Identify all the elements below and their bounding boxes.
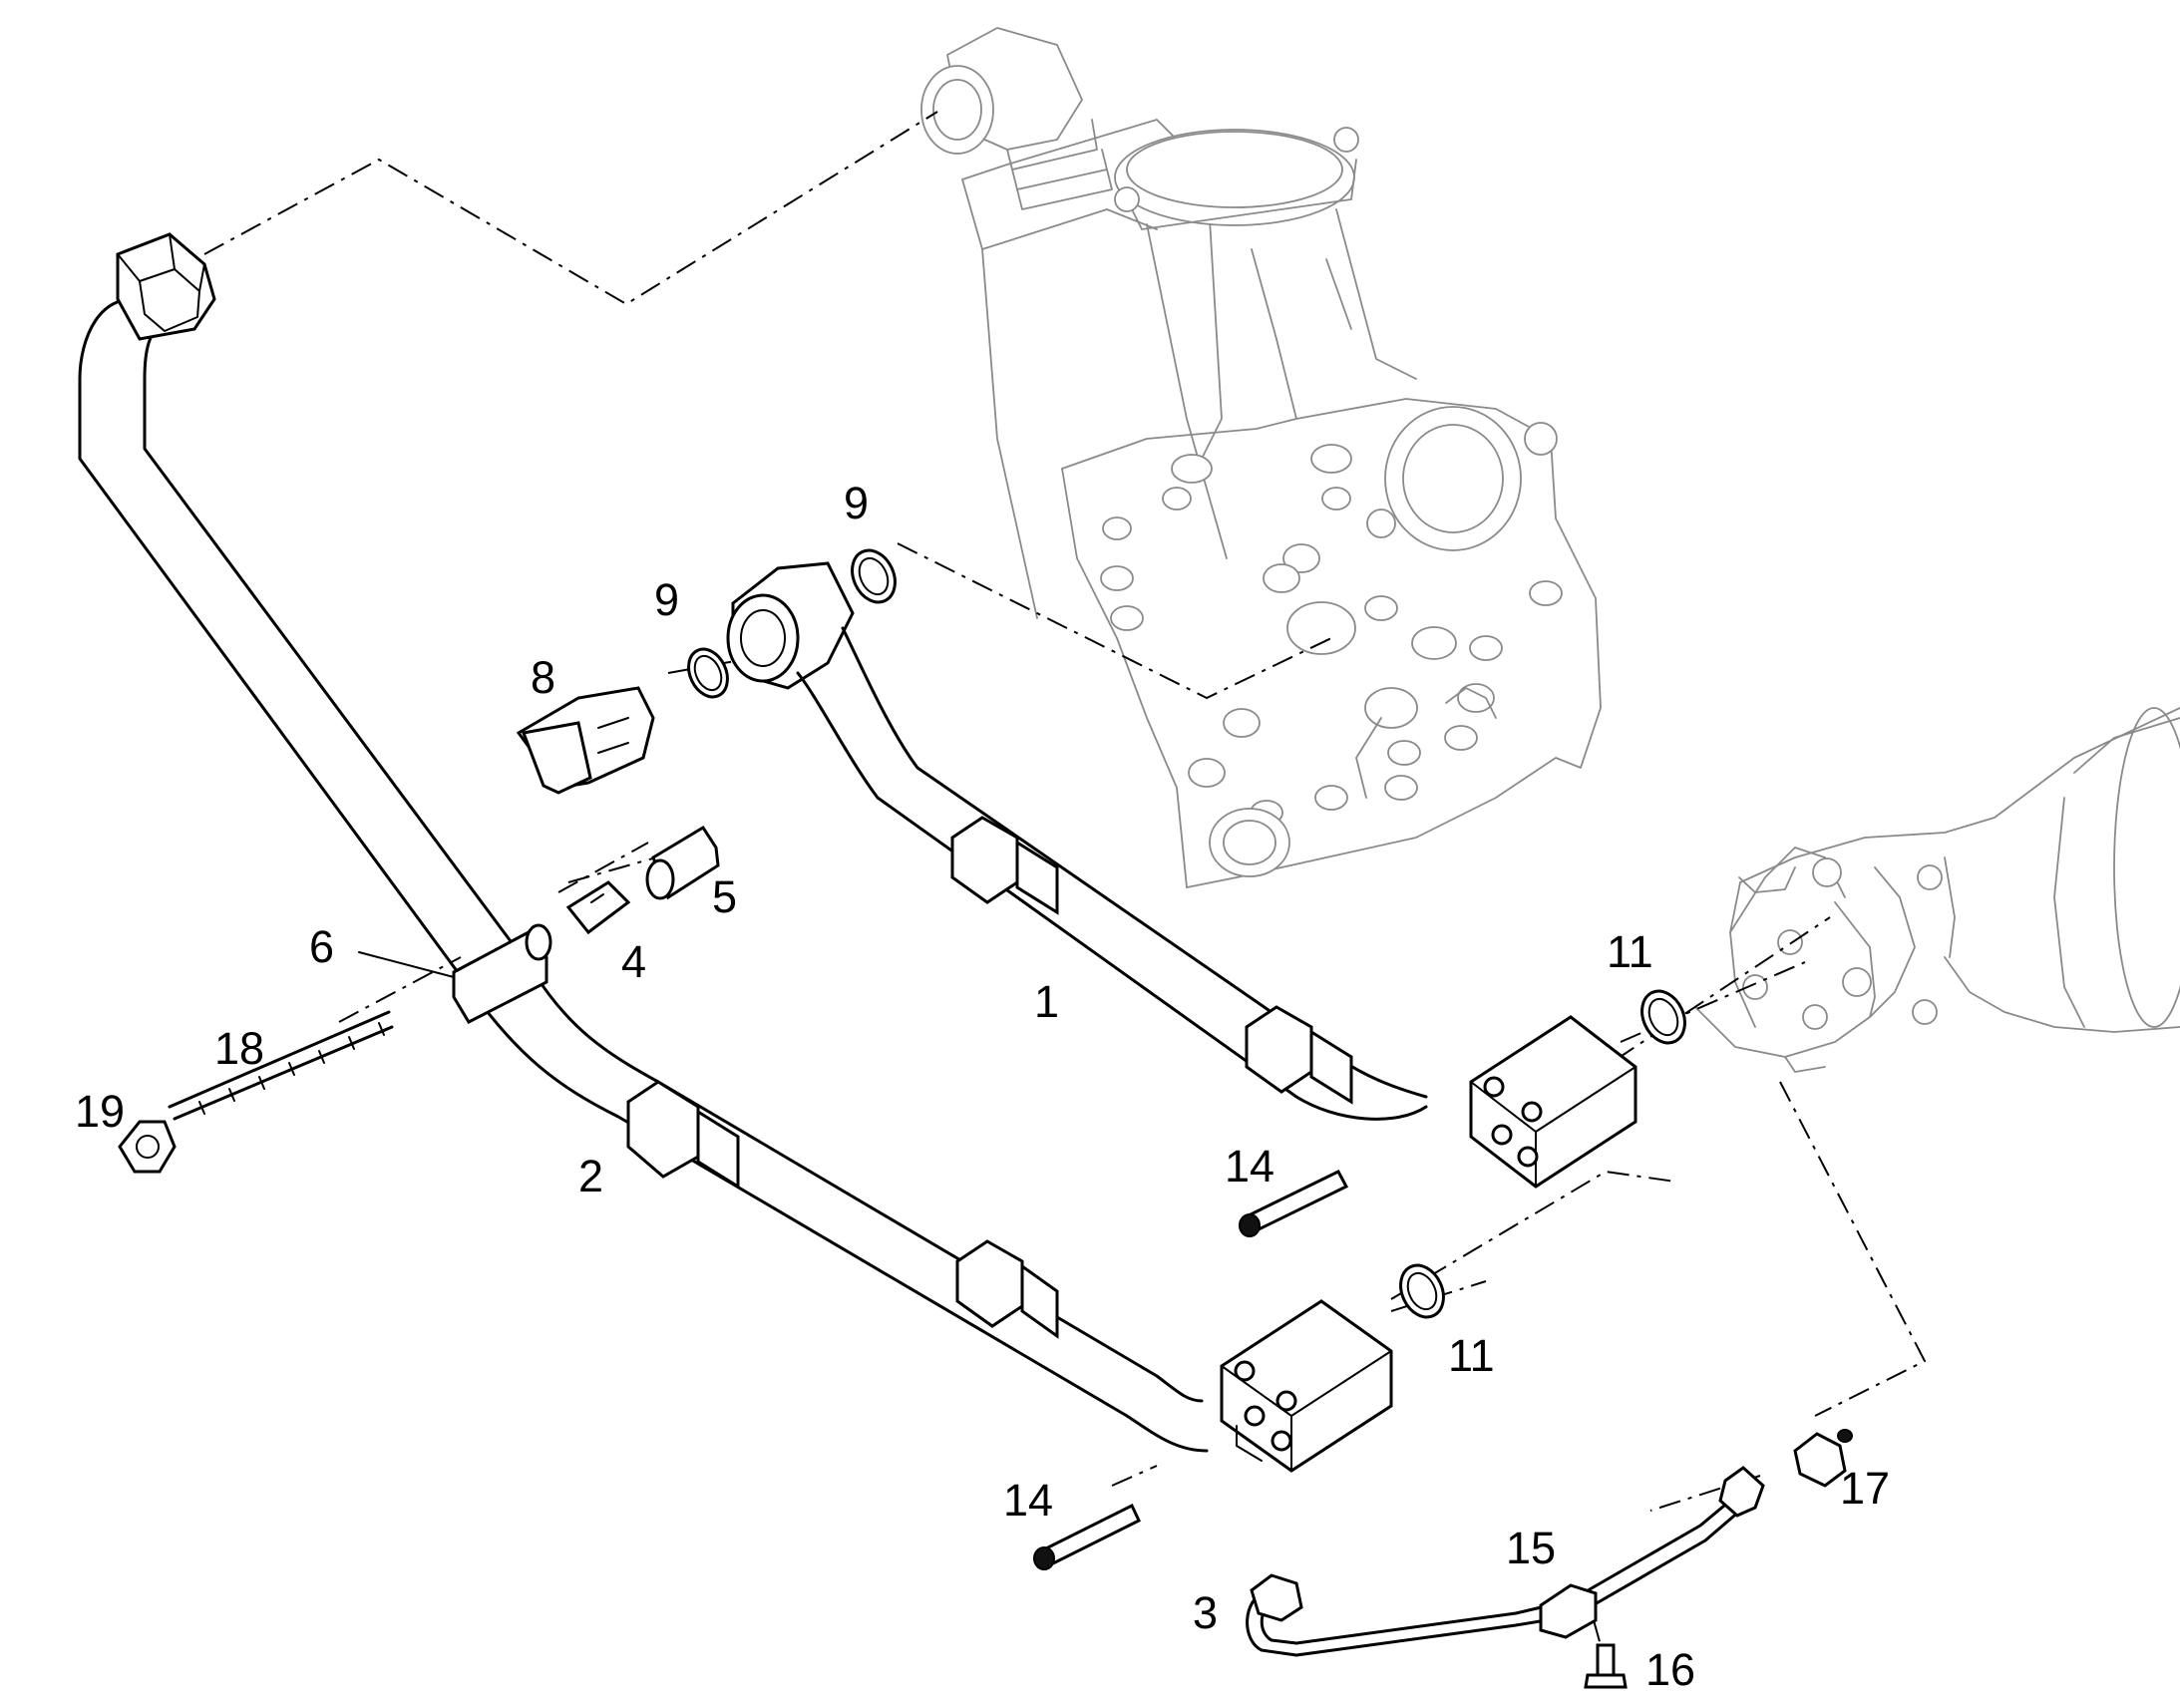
parts — [118, 548, 1853, 1689]
pipe-1 — [726, 561, 1637, 1189]
callout-6-leader — [358, 951, 455, 978]
o-ring-11-lower — [1399, 1263, 1445, 1319]
fitting-17 — [1793, 1432, 1847, 1488]
callout-9-lower: 9 — [654, 574, 679, 625]
callout-5: 5 — [712, 871, 737, 922]
clip-15 — [1539, 1583, 1598, 1639]
callout-6: 6 — [309, 921, 334, 972]
callout-3: 3 — [1193, 1587, 1218, 1638]
callout-11-upper: 11 — [1607, 926, 1653, 977]
callout-numbers: 1 2 3 4 5 6 8 9 9 11 11 14 14 15 16 17 1… — [75, 478, 1890, 1695]
callout-4: 4 — [621, 936, 646, 987]
callout-18: 18 — [214, 1023, 264, 1074]
callout-14-lower: 14 — [1003, 1475, 1053, 1526]
bolt-16 — [1596, 1643, 1616, 1677]
callout-15: 15 — [1506, 1523, 1556, 1573]
nut-19 — [118, 1120, 177, 1174]
callout-16: 16 — [1645, 1644, 1695, 1695]
stud-18 — [168, 1010, 394, 1121]
bolt-14-lower — [1040, 1503, 1141, 1568]
clip-4 — [565, 880, 631, 935]
pipe-2 — [78, 232, 1393, 1473]
o-ring-11-upper — [1640, 989, 1686, 1045]
oil-cooler-icon — [1694, 707, 2180, 1073]
callout-17: 17 — [1840, 1463, 1890, 1514]
callout-1: 1 — [1034, 976, 1059, 1027]
callout-19: 19 — [75, 1086, 125, 1137]
callout-11-lower: 11 — [1448, 1330, 1495, 1381]
o-ring-9-upper — [851, 548, 897, 604]
callout-14-upper: 14 — [1225, 1141, 1274, 1192]
line-3 — [1246, 1509, 1742, 1657]
callout-9-upper: 9 — [844, 478, 869, 528]
o-ring-9-lower — [687, 647, 729, 699]
oil-filter-housing-icon — [920, 27, 1602, 888]
callout-2: 2 — [578, 1151, 603, 1201]
callout-8: 8 — [531, 652, 555, 703]
